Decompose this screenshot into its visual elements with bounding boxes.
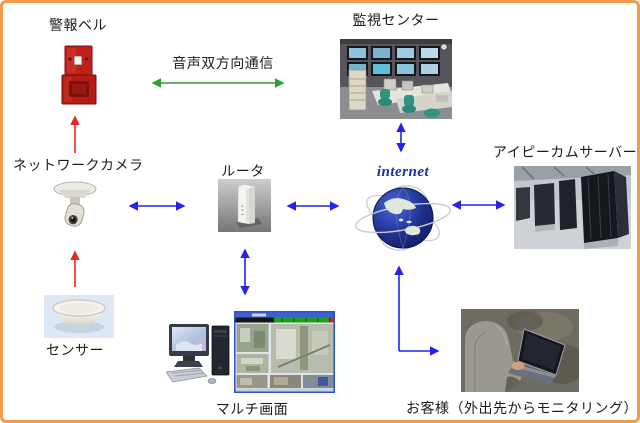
router-icon (218, 179, 271, 232)
sensor-label: センサー (46, 342, 104, 358)
monitoring-center-photo (340, 39, 452, 119)
customer-laptop-photo (461, 309, 579, 392)
internet-globe-icon (354, 185, 452, 251)
monitoring-center-label: 監視センター (352, 12, 440, 28)
internet-label: internet (376, 164, 430, 180)
network-camera-icon (53, 181, 97, 227)
router-label: ルータ (221, 163, 265, 179)
network-camera-label: ネットワークカメラ (13, 157, 144, 173)
customer-label: お客様（外出先からモニタリング） (406, 400, 638, 416)
alarm-bell-label: 警報ベル (49, 17, 107, 33)
sensor-icon (44, 295, 114, 338)
alarm-bell-icon (61, 45, 97, 105)
multiview-screenshot (234, 311, 335, 393)
desktop-pc-icon (166, 324, 230, 384)
ipcam-server-photo (514, 166, 631, 249)
audio-two-way-annotation: 音声双方向通信 (172, 55, 274, 71)
multi-screen-label: マルチ画面 (215, 401, 289, 417)
ipcam-server-label: アイピーカムサーバー (492, 144, 638, 160)
